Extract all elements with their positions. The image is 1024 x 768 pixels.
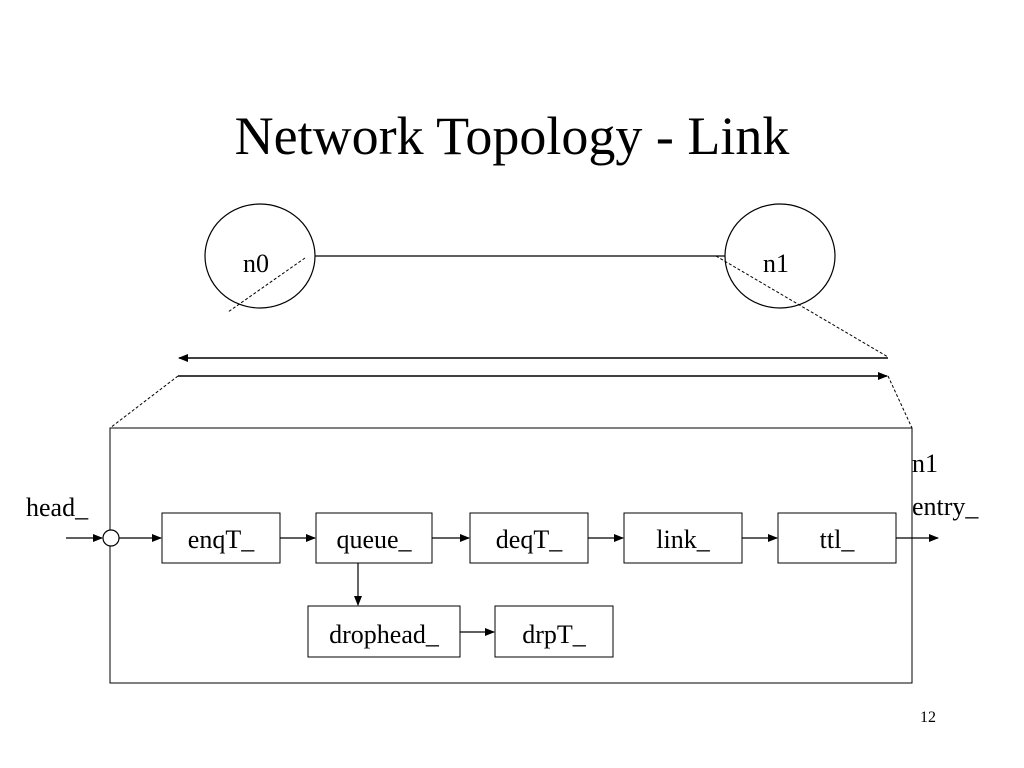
page-number: 12 bbox=[920, 709, 936, 726]
enqT-box: enqT_ bbox=[161, 512, 281, 564]
ttl-label: ttl_ bbox=[820, 525, 856, 554]
drophead-label: drophead_ bbox=[329, 620, 440, 649]
n1-entry-label-line2: entry_ bbox=[912, 492, 979, 521]
head-connector-circle bbox=[102, 529, 120, 547]
link-label: link_ bbox=[656, 525, 710, 554]
zoom-line-left-upper bbox=[227, 257, 306, 313]
n1-entry-label-line1: n1 bbox=[912, 449, 938, 478]
node-n1-label: n1 bbox=[763, 249, 789, 278]
drophead-box: drophead_ bbox=[307, 605, 461, 658]
deqT-label: deqT_ bbox=[496, 525, 563, 554]
drpT-label: drpT_ bbox=[522, 620, 587, 649]
drpT-box: drpT_ bbox=[494, 605, 614, 658]
node-n0: n0 bbox=[204, 203, 316, 309]
slide-title: Network Topology - Link bbox=[234, 106, 790, 166]
zoom-line-right-upper bbox=[715, 255, 889, 358]
queue-label: queue_ bbox=[336, 525, 412, 554]
zoom-line-left-lower bbox=[109, 375, 179, 429]
queue-box: queue_ bbox=[315, 512, 433, 564]
deqT-box: deqT_ bbox=[469, 512, 589, 564]
node-n0-label: n0 bbox=[243, 249, 269, 278]
link-container bbox=[109, 427, 913, 684]
node-n1: n1 bbox=[724, 203, 836, 309]
ttl-box: ttl_ bbox=[777, 512, 897, 564]
zoom-line-right-lower bbox=[887, 375, 913, 429]
enqT-label: enqT_ bbox=[188, 525, 255, 554]
link-box: link_ bbox=[623, 512, 743, 564]
head-label: head_ bbox=[26, 493, 89, 522]
